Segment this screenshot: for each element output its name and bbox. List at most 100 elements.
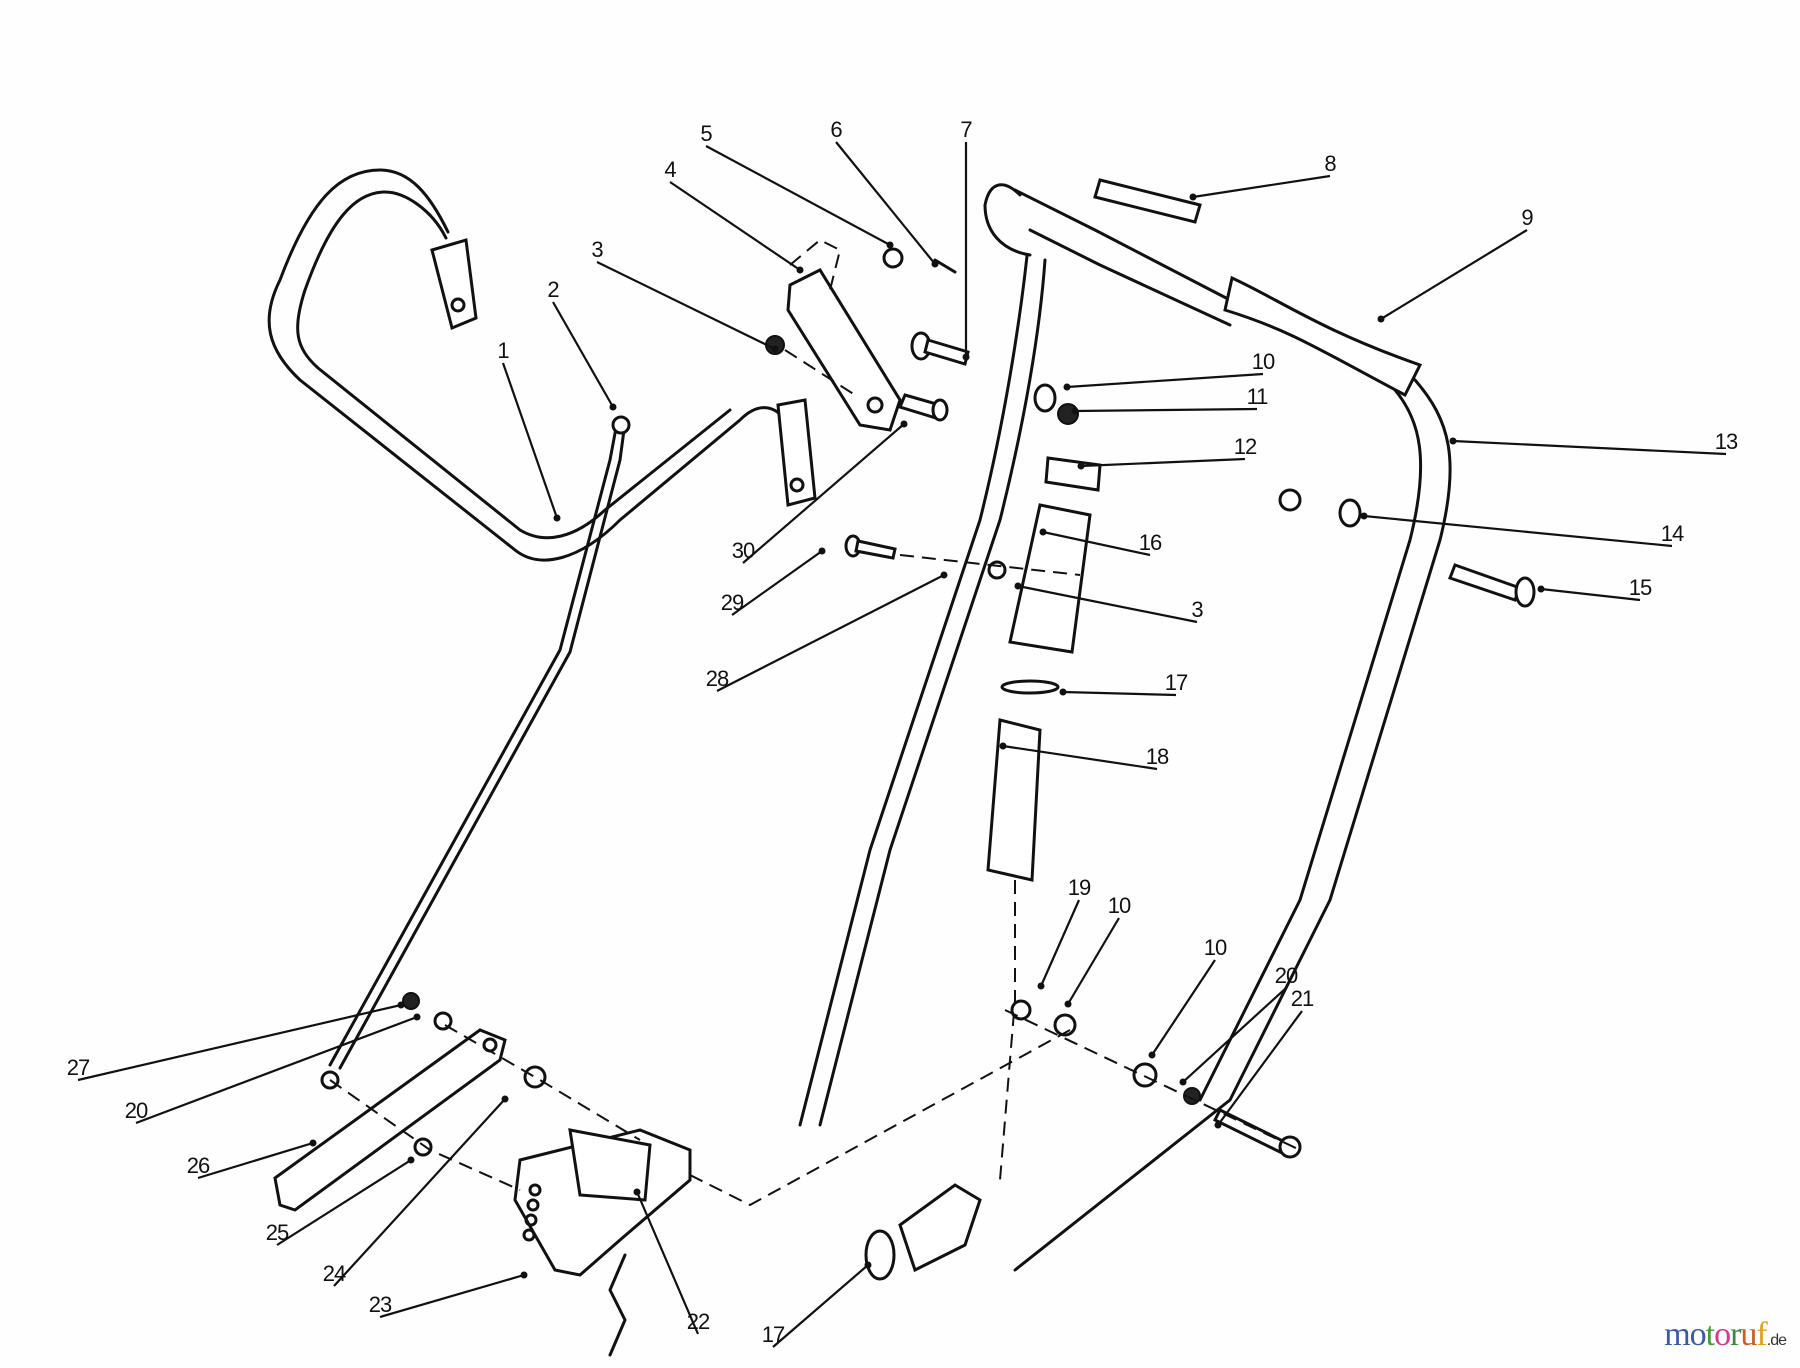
leader-line-11 — [1074, 407, 1258, 413]
leader-line-9 — [1380, 229, 1528, 320]
callout-label-10c: 10 — [1203, 935, 1228, 960]
leader-line-4 — [669, 181, 801, 271]
leader-dot-13 — [1449, 437, 1457, 445]
watermark-letter: o — [1714, 1316, 1731, 1353]
callout-label-11: 11 — [1246, 384, 1269, 409]
part-17-ring-lower — [864, 1229, 896, 1281]
callout-label-17a: 17 — [1164, 670, 1189, 695]
leader-line-13 — [1452, 439, 1727, 456]
part-6-cotter-pin — [933, 258, 957, 274]
leader-line-21 — [1217, 1010, 1303, 1126]
leader-dot-22 — [633, 1188, 641, 1196]
leader-dot-3b — [1014, 582, 1022, 590]
callout-label-3a: 3 — [591, 237, 603, 262]
leader-line-19 — [1039, 899, 1081, 987]
leader-dot-18 — [999, 742, 1007, 750]
watermark-letter: r — [1730, 1316, 1741, 1353]
watermark-letter: m — [1664, 1316, 1690, 1353]
callout-label-3b: 3 — [1191, 597, 1203, 622]
part-4-bracket — [786, 238, 902, 432]
part-26-link — [273, 1028, 507, 1212]
leader-dot-23 — [520, 1271, 528, 1279]
callout-label-7: 7 — [960, 117, 972, 142]
leader-line-8 — [1192, 174, 1331, 199]
leader-dot-7 — [962, 353, 970, 361]
leader-line-1 — [501, 362, 559, 519]
callout-label-26: 26 — [186, 1153, 211, 1178]
part-2-control-rod — [328, 415, 631, 1070]
callout-label-21: 21 — [1290, 986, 1315, 1011]
callout-label-10b: 10 — [1107, 893, 1132, 918]
part-25-bushing — [413, 1137, 433, 1157]
part-7-bolt — [910, 331, 970, 366]
callout-label-6: 6 — [830, 117, 842, 142]
watermark-tld: .de — [1766, 1332, 1787, 1349]
leader-line-2 — [552, 301, 614, 408]
leader-line-17a — [1062, 690, 1177, 697]
part-18-boot — [986, 718, 1042, 882]
leader-dot-16 — [1039, 528, 1047, 536]
part-27-nut — [402, 992, 420, 1010]
leader-dot-15 — [1537, 585, 1545, 593]
leader-dot-3a — [771, 345, 779, 353]
part-10-spacer-right — [1132, 1062, 1158, 1088]
part-12-cap — [1044, 456, 1102, 492]
part-shift-rod — [608, 1253, 627, 1357]
part-22-bracket — [568, 1128, 652, 1202]
leader-dot-26 — [309, 1139, 317, 1147]
callout-label-20b: 20 — [124, 1098, 149, 1123]
callout-label-27: 27 — [66, 1055, 91, 1080]
leader-line-14 — [1363, 514, 1673, 548]
watermark-letter: u — [1740, 1316, 1757, 1353]
leader-line-26 — [197, 1141, 314, 1180]
callout-label-23: 23 — [368, 1292, 393, 1317]
leader-line-23 — [379, 1273, 525, 1319]
leader-dot-10a — [1063, 383, 1071, 391]
leader-line-30 — [742, 423, 905, 564]
leader-dot-19 — [1037, 982, 1045, 990]
leader-dot-20a — [1179, 1078, 1187, 1086]
watermark-letter: t — [1705, 1316, 1716, 1353]
part-5-washer — [882, 247, 904, 269]
leader-line-24 — [333, 1098, 506, 1287]
leader-line-10c — [1151, 959, 1216, 1056]
callout-label-30: 30 — [731, 538, 756, 563]
callout-label-9: 9 — [1521, 205, 1533, 230]
leader-dot-27 — [397, 1001, 405, 1009]
part-8-grip — [1093, 178, 1202, 224]
leader-dot-14 — [1360, 512, 1368, 520]
part-19-washer — [1010, 999, 1032, 1021]
leader-dot-29 — [818, 547, 826, 555]
callout-label-29: 29 — [720, 590, 745, 615]
leader-line-28 — [716, 574, 945, 692]
leader-line-16 — [1042, 530, 1151, 557]
leader-dot-20b — [413, 1013, 421, 1021]
leader-line-5 — [705, 145, 891, 246]
leader-dot-10c — [1148, 1051, 1156, 1059]
leader-line-22 — [635, 1191, 700, 1335]
leader-dot-12 — [1077, 462, 1085, 470]
leader-line-15 — [1540, 587, 1641, 602]
callout-label-12: 12 — [1233, 434, 1258, 459]
part-21-bolt — [1212, 1107, 1302, 1159]
leader-dot-10b — [1064, 1000, 1072, 1008]
leader-dot-21 — [1214, 1121, 1222, 1129]
callout-label-17b: 17 — [761, 1322, 786, 1347]
watermark-letter: o — [1689, 1316, 1707, 1353]
leader-line-18 — [1002, 744, 1158, 771]
part-13-upper-handle — [798, 183, 1452, 1272]
part-1-control-bail — [267, 168, 817, 562]
leader-line-3a — [596, 261, 776, 350]
leader-dot-17a — [1059, 688, 1067, 696]
leader-dot-6 — [931, 260, 939, 268]
leader-dot-24 — [501, 1095, 509, 1103]
part-14-knob — [1338, 498, 1362, 528]
leader-dot-28 — [940, 571, 948, 579]
leader-dot-2 — [609, 403, 617, 411]
leader-dot-30 — [900, 420, 908, 428]
callout-label-19: 19 — [1067, 875, 1092, 900]
callout-label-20a: 20 — [1274, 963, 1299, 988]
part-15-bolt — [1448, 563, 1536, 608]
